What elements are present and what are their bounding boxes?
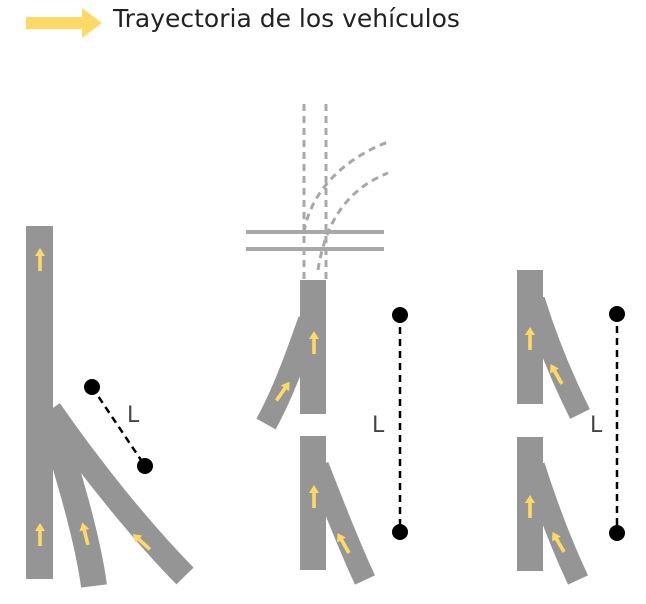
merge-lane — [256, 316, 320, 430]
dimension-dot — [84, 379, 100, 395]
panel-crossing-merge: L — [246, 104, 408, 585]
panel-long-merge: L — [26, 226, 194, 588]
dimension-dot — [392, 524, 408, 540]
legend-label: Trayectoria de los vehículos — [113, 4, 460, 33]
dimension-dot — [609, 306, 625, 322]
legend: Trayectoria de los vehículos — [0, 0, 646, 50]
yellow-arrow-icon — [26, 8, 102, 38]
length-label-1: L — [127, 403, 140, 428]
dashed-curve — [316, 171, 389, 271]
merge-lane — [307, 462, 375, 585]
panel-successive-ramps: L — [517, 270, 625, 585]
length-label-2: L — [372, 413, 385, 438]
dimension-line-1 — [90, 386, 147, 467]
dashed-curve — [302, 140, 389, 233]
merge-lane — [523, 462, 588, 585]
merge-lane — [523, 296, 590, 419]
main-road — [26, 226, 53, 579]
dimension-dot — [137, 458, 153, 474]
length-label-3: L — [590, 413, 603, 438]
dimension-dot — [609, 525, 625, 541]
dimension-dot — [392, 307, 408, 323]
merge-lane-outer — [40, 403, 194, 585]
